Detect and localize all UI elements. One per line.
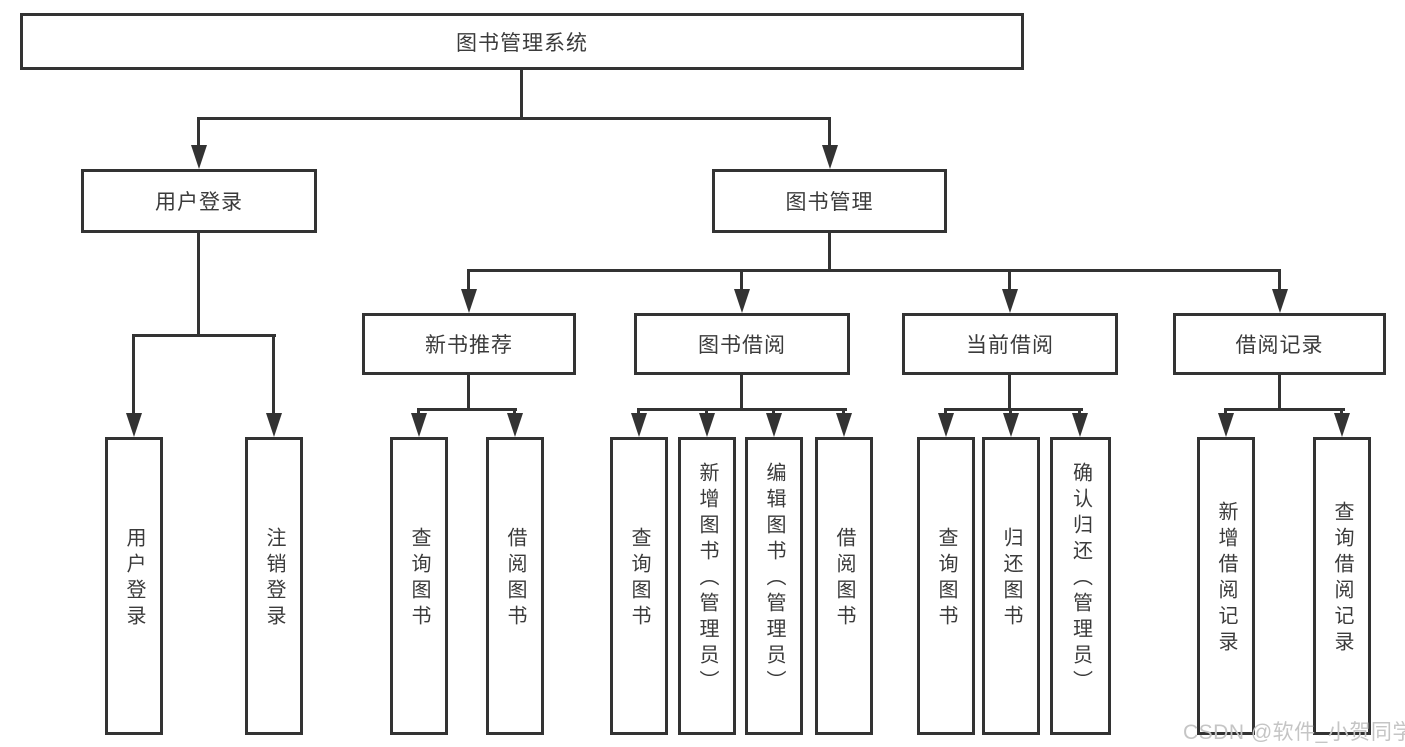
leaf-add-book-admin: 新增图书（管理员） xyxy=(678,437,736,735)
leaf-query-book-1: 查询图书 xyxy=(390,437,448,735)
leaf-query-book-2: 查询图书 xyxy=(610,437,668,735)
leaf-add-borrow-record: 新增借阅记录 xyxy=(1197,437,1255,735)
leaf-borrow-book-2-label: 借阅图书 xyxy=(833,527,855,631)
connector-line xyxy=(842,408,845,416)
node-borrow-records-label: 借阅记录 xyxy=(1235,334,1324,357)
node-user-login-label: 用户登录 xyxy=(155,191,243,214)
connector-line xyxy=(705,408,708,416)
connector-line xyxy=(772,408,775,416)
leaf-return-book-label: 归还图书 xyxy=(1000,527,1022,631)
connector-line xyxy=(467,269,470,291)
leaf-logout-label: 注销登录 xyxy=(263,527,285,631)
arrow-down-icon xyxy=(699,413,715,437)
node-root-label: 图书管理系统 xyxy=(456,31,588,55)
leaf-confirm-return-admin-label: 确认归还（管理员） xyxy=(1069,462,1092,696)
connector-line xyxy=(828,117,831,147)
arrow-down-icon xyxy=(766,413,782,437)
arrow-down-icon xyxy=(411,413,427,437)
node-book-borrow: 图书借阅 xyxy=(634,313,850,375)
connector-line xyxy=(272,334,275,415)
leaf-query-borrow-record-label: 查询借阅记录 xyxy=(1331,501,1353,657)
arrow-down-icon xyxy=(126,413,142,437)
leaf-confirm-return-admin: 确认归还（管理员） xyxy=(1050,437,1111,735)
arrow-down-icon xyxy=(836,413,852,437)
arrow-down-icon xyxy=(734,289,750,313)
connector-line xyxy=(1008,375,1011,411)
node-new-book-recommend-label: 新书推荐 xyxy=(425,334,513,357)
node-root: 图书管理系统 xyxy=(20,13,1024,70)
connector-line xyxy=(637,408,847,411)
arrow-down-icon xyxy=(938,413,954,437)
connector-line xyxy=(132,334,135,415)
node-book-borrow-label: 图书借阅 xyxy=(698,334,786,357)
connector-line xyxy=(197,117,200,147)
arrow-down-icon xyxy=(1272,289,1288,313)
leaf-add-borrow-record-label: 新增借阅记录 xyxy=(1215,501,1237,657)
connector-line xyxy=(1278,375,1281,411)
connector-line xyxy=(417,408,517,411)
connector-line xyxy=(637,408,640,416)
arrow-down-icon xyxy=(1003,413,1019,437)
connector-line xyxy=(944,408,1083,411)
leaf-logout: 注销登录 xyxy=(245,437,303,735)
connector-line xyxy=(1340,408,1343,416)
arrow-down-icon xyxy=(1072,413,1088,437)
arrow-down-icon xyxy=(191,145,207,169)
leaf-add-book-admin-label: 新增图书（管理员） xyxy=(696,462,718,696)
leaf-query-book-2-label: 查询图书 xyxy=(628,527,650,631)
connector-line xyxy=(1078,408,1081,416)
leaf-edit-book-admin-label: 编辑图书（管理员） xyxy=(763,462,785,696)
connector-line xyxy=(828,233,831,272)
arrow-down-icon xyxy=(822,145,838,169)
connector-line xyxy=(197,233,200,336)
arrow-down-icon xyxy=(1218,413,1234,437)
arrow-down-icon xyxy=(507,413,523,437)
leaf-user-login-label: 用户登录 xyxy=(123,527,145,631)
connector-line xyxy=(417,408,420,416)
node-current-borrow: 当前借阅 xyxy=(902,313,1118,375)
connector-line xyxy=(740,269,743,291)
connector-line xyxy=(467,269,1281,272)
leaf-return-book: 归还图书 xyxy=(982,437,1040,735)
node-current-borrow-label: 当前借阅 xyxy=(966,334,1054,357)
arrow-down-icon xyxy=(631,413,647,437)
leaf-query-book-3: 查询图书 xyxy=(917,437,975,735)
arrow-down-icon xyxy=(266,413,282,437)
connector-line xyxy=(132,334,276,337)
node-borrow-records: 借阅记录 xyxy=(1173,313,1386,375)
connector-line xyxy=(944,408,947,416)
leaf-query-book-1-label: 查询图书 xyxy=(408,527,430,631)
leaf-borrow-book-2: 借阅图书 xyxy=(815,437,873,735)
connector-line xyxy=(1278,269,1281,291)
connector-line xyxy=(467,375,470,411)
connector-line xyxy=(513,408,516,416)
node-book-management: 图书管理 xyxy=(712,169,947,233)
csdn-watermark: CSDN @软件_小贺同学 xyxy=(1183,721,1405,744)
arrow-down-icon xyxy=(461,289,477,313)
leaf-borrow-book-1: 借阅图书 xyxy=(486,437,544,735)
connector-line xyxy=(1224,408,1345,411)
connector-line xyxy=(1009,408,1012,416)
leaf-edit-book-admin: 编辑图书（管理员） xyxy=(745,437,803,735)
leaf-borrow-book-1-label: 借阅图书 xyxy=(504,527,526,631)
arrow-down-icon xyxy=(1334,413,1350,437)
node-user-login: 用户登录 xyxy=(81,169,317,233)
leaf-query-book-3-label: 查询图书 xyxy=(935,527,957,631)
connector-line xyxy=(1008,269,1011,291)
connector-line xyxy=(520,69,523,119)
connector-line xyxy=(1224,408,1227,416)
leaf-query-borrow-record: 查询借阅记录 xyxy=(1313,437,1371,735)
leaf-user-login: 用户登录 xyxy=(105,437,163,735)
connector-line xyxy=(740,375,743,411)
arrow-down-icon xyxy=(1002,289,1018,313)
node-book-management-label: 图书管理 xyxy=(785,191,874,214)
node-new-book-recommend: 新书推荐 xyxy=(362,313,576,375)
connector-line xyxy=(197,117,831,120)
